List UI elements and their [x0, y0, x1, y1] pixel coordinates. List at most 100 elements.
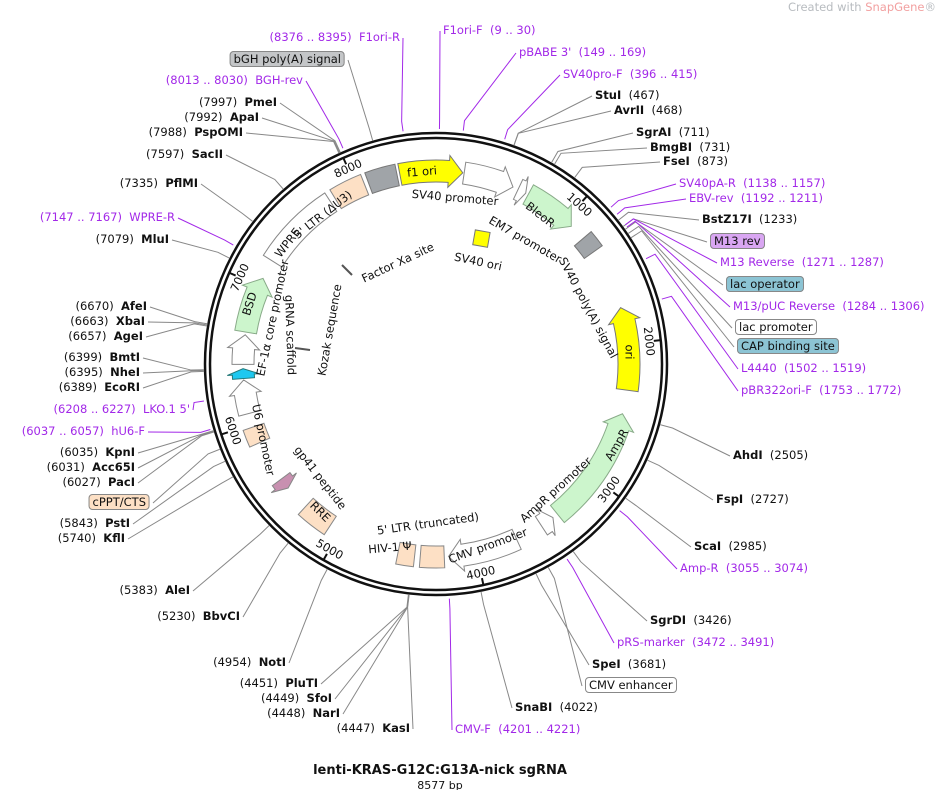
enzyme-label-bmti[interactable]: (6399) BmtI: [64, 350, 140, 364]
enzyme-label-fsei[interactable]: FseI (873): [663, 154, 728, 168]
feature-label-m13-rev[interactable]: M13 rev: [710, 233, 765, 249]
enzyme-label-sgrai[interactable]: SgrAI (711): [636, 125, 710, 139]
feature-label-lac-promoter[interactable]: lac promoter: [735, 319, 817, 335]
enzyme-label-apai[interactable]: (7992) ApaI: [184, 110, 259, 124]
primer-label-l4440[interactable]: L4440 (1502 .. 1519): [741, 361, 866, 375]
feature-label-cap-binding-site[interactable]: CAP binding site: [737, 338, 839, 354]
enzyme-label-snabi[interactable]: SnaBI (4022): [515, 700, 598, 714]
enzyme-label-bbvci[interactable]: (5230) BbvCI: [157, 609, 240, 623]
enzyme-label-ecori[interactable]: (6389) EcoRI: [59, 380, 140, 394]
feature-label-cppt-cts[interactable]: cPPT/CTS: [88, 494, 150, 510]
enzyme-label-agei[interactable]: (6657) AgeI: [68, 329, 143, 343]
enzyme-label-mlui[interactable]: (7079) MluI: [96, 232, 169, 246]
feature-label-bgh-poly-a-signal[interactable]: bGH poly(A) signal: [229, 51, 345, 67]
enzyme-name: ScaI: [694, 539, 722, 553]
primer-leader-line: [645, 253, 739, 370]
feature-name: CAP binding site: [737, 338, 839, 354]
enzyme-label-acc65i[interactable]: (6031) Acc65I: [47, 460, 135, 474]
primer-label-bgh-rev[interactable]: (8013 .. 8030) BGH-rev: [166, 73, 303, 87]
enzyme-label-bstz17i[interactable]: BstZ17I (1233): [702, 212, 797, 226]
tick-mark: [612, 491, 620, 498]
enzyme-label-pluti[interactable]: (4451) PluTI: [240, 676, 318, 690]
label-gap: [98, 445, 105, 459]
primer-label-cmv-f[interactable]: CMV-F (4201 .. 4221): [455, 722, 580, 736]
primer-label-sv40pa-r[interactable]: SV40pA-R (1138 .. 1157): [679, 176, 825, 190]
enzyme-label-pflmi[interactable]: (7335) PflMI: [120, 176, 198, 190]
primer-label-f1ori-f[interactable]: F1ori-F (9 .. 30): [443, 23, 536, 37]
enzyme-label-sfoi[interactable]: (4449) SfoI: [261, 691, 332, 705]
label-gap: [187, 125, 194, 139]
primer-label-amp-r[interactable]: Amp-R (3055 .. 3074): [680, 561, 808, 575]
primer-range: (3472 .. 3491): [692, 635, 775, 649]
tick-mark: [342, 157, 348, 165]
label-gap: [237, 95, 244, 109]
primer-label-ebv-rev[interactable]: EBV-rev (1192 .. 1211): [689, 191, 823, 205]
enzyme-label-pspomi[interactable]: (7988) PspOMI: [149, 125, 243, 139]
feature-name: M13 rev: [710, 233, 765, 249]
enzyme-label-spei[interactable]: SpeI (3681): [592, 657, 666, 671]
tick-mark: [220, 431, 229, 436]
primer-range: (6208 .. 6227): [53, 402, 136, 416]
primer-name: F1ori-R: [358, 30, 400, 44]
primer-label-prs-marker[interactable]: pRS-marker (3472 .. 3491): [617, 635, 774, 649]
label-gap: [251, 655, 258, 669]
primer-label-hu6-f[interactable]: (6037 .. 6057) hU6-F: [22, 424, 145, 438]
enzyme-label-fspi[interactable]: FspI (2727): [716, 492, 789, 506]
enzyme-label-bmgbi[interactable]: BmgBI (731): [650, 140, 730, 154]
enzyme-label-kpni[interactable]: (6035) KpnI: [60, 445, 135, 459]
enzyme-leader-line: [137, 430, 214, 454]
feature-ampr: [549, 413, 635, 524]
enzyme-leader-line: [646, 459, 714, 501]
label-gap: [644, 103, 651, 117]
site-position: (6027): [62, 475, 101, 489]
feature-label-cmv-enhancer[interactable]: CMV enhancer: [585, 677, 677, 693]
enzyme-label-nhei[interactable]: (6395) NheI: [65, 365, 140, 379]
label-gap: [103, 365, 110, 379]
site-position: (873): [697, 154, 729, 168]
primer-label-sv40pro-f[interactable]: SV40pro-F (396 .. 415): [563, 67, 697, 81]
feature-label: SV40 poly(A) signal: [556, 255, 621, 361]
site-position: (5383): [119, 583, 158, 597]
enzyme-label-pmei[interactable]: (7997) PmeI: [199, 95, 277, 109]
enzyme-label-ahdi[interactable]: AhdI (2505): [733, 448, 808, 462]
enzyme-name: BstZ17I: [702, 212, 752, 226]
enzyme-label-kasi[interactable]: (4447) KasI: [337, 721, 410, 735]
enzyme-label-kfli[interactable]: (5740) KflI: [58, 531, 125, 545]
primer-label-pbr322ori-f[interactable]: pBR322ori-F (1753 .. 1772): [741, 383, 901, 397]
enzyme-leader-line: [334, 594, 410, 700]
site-position: (731): [699, 140, 731, 154]
primer-label-pbabe-3-[interactable]: pBABE 3' (149 .. 169): [519, 45, 646, 59]
feature-label-lac-operator[interactable]: lac operator: [726, 276, 804, 292]
enzyme-label-afei[interactable]: (6670) AfeI: [75, 299, 147, 313]
label-gap: [223, 110, 230, 124]
enzyme-label-psti[interactable]: (5843) PstI: [60, 516, 130, 530]
primer-label-wpre-r[interactable]: (7147 .. 7167) WPRE-R: [40, 210, 175, 224]
label-gap: [114, 299, 121, 313]
primer-label-lko-1-5-[interactable]: (6208 .. 6227) LKO.1 5': [54, 402, 190, 416]
enzyme-label-paci[interactable]: (6027) PacI: [62, 475, 135, 489]
feature-label: 5' LTR (truncated): [376, 509, 480, 537]
primer-label-m13-puc-reverse[interactable]: M13/pUC Reverse (1284 .. 1306): [733, 299, 925, 313]
enzyme-label-stui[interactable]: StuI (467): [595, 88, 660, 102]
enzyme-leader-line: [513, 95, 593, 146]
enzyme-label-sgrdi[interactable]: SgrDI (3426): [650, 613, 732, 627]
enzyme-leader-line: [200, 183, 254, 222]
label-gap: [299, 691, 306, 705]
primer-label-m13-reverse[interactable]: M13 Reverse (1271 .. 1287): [720, 255, 884, 269]
feature-3-ltr-u3-: [329, 173, 370, 210]
label-gap: [734, 191, 741, 205]
feature-leader-line: [152, 448, 221, 504]
enzyme-label-alei[interactable]: (5383) AleI: [120, 583, 190, 597]
enzyme-label-noti[interactable]: (4954) NotI: [213, 655, 286, 669]
primer-range: (1192 .. 1211): [740, 191, 823, 205]
primer-label-f1ori-r[interactable]: (8376 .. 8395) F1ori-R: [270, 30, 400, 44]
enzyme-leader-line: [288, 568, 328, 664]
enzyme-label-scai[interactable]: ScaI (2985): [694, 539, 767, 553]
label-gap: [96, 531, 103, 545]
enzyme-label-sacii[interactable]: (7597) SacII: [146, 147, 223, 161]
enzyme-label-xbai[interactable]: (6663) XbaI: [70, 314, 145, 328]
enzyme-label-avrii[interactable]: AvrII (468): [614, 103, 682, 117]
label-gap: [571, 45, 578, 59]
enzyme-label-nari[interactable]: (4448) NarI: [267, 706, 340, 720]
enzyme-name: SfoI: [306, 691, 332, 705]
